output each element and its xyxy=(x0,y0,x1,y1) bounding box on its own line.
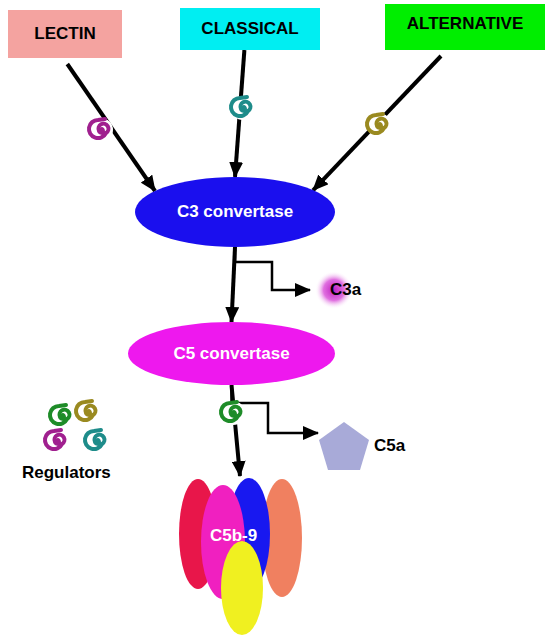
pathway-box: CLASSICAL xyxy=(180,8,320,50)
node-label: C3 convertase xyxy=(177,202,293,222)
pathway-box: LECTIN xyxy=(8,10,122,58)
group-label: Regulators xyxy=(22,463,111,483)
fragment-node: C3a xyxy=(310,270,370,310)
regulator-spiral xyxy=(231,96,255,120)
regulator-spiral xyxy=(45,429,69,453)
node-label: C5a xyxy=(374,436,405,456)
node-label: LECTIN xyxy=(34,24,95,44)
regulator-spiral xyxy=(50,404,74,428)
complex-node: C5b-9 xyxy=(178,476,302,636)
flow-arrow xyxy=(232,385,319,433)
node-label: C5b-9 xyxy=(210,526,257,546)
pathway-box: ALTERNATIVE xyxy=(385,4,545,50)
flow-arrow xyxy=(313,56,441,190)
regulator-spiral xyxy=(76,400,100,424)
regulator-spiral xyxy=(221,401,245,425)
flow-arrow xyxy=(235,247,310,290)
enzyme-ellipse: C3 convertase xyxy=(135,177,335,247)
node-label: C3a xyxy=(330,280,361,300)
regulator-spiral xyxy=(367,113,391,137)
node-label: CLASSICAL xyxy=(201,19,298,39)
flow-arrow xyxy=(235,50,244,177)
node-label: ALTERNATIVE xyxy=(407,14,523,34)
node-label: C5 convertase xyxy=(173,344,289,364)
enzyme-ellipse: C5 convertase xyxy=(128,322,335,385)
fragment-node: C5a xyxy=(318,420,410,472)
regulator-spiral xyxy=(89,118,113,142)
complex-shape xyxy=(178,476,302,636)
flow-arrow xyxy=(232,385,241,476)
regulator-spiral xyxy=(85,429,109,453)
flow-arrow xyxy=(67,64,155,191)
